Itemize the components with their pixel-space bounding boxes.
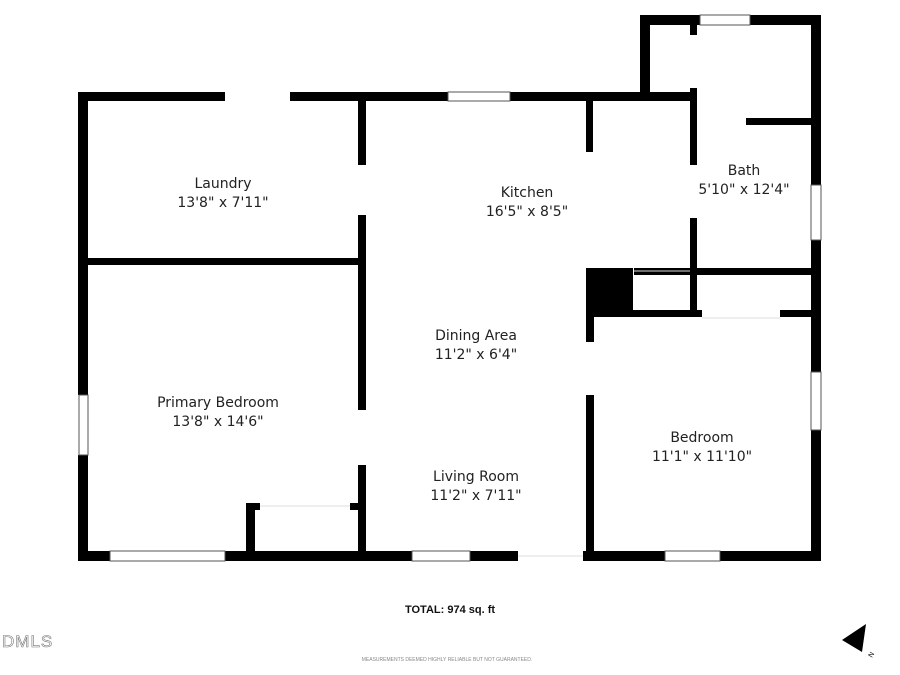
disclaimer: MEASUREMENTS DEEMED HIGHLY RELIABLE BUT …	[361, 657, 533, 663]
room-kitchen: Kitchen 16'5" x 8'5"	[486, 184, 568, 222]
room-name: Bedroom	[670, 430, 734, 446]
room-dims: 11'1" x 11'10"	[651, 449, 753, 465]
room-primary-bedroom: Primary Bedroom 13'8" x 14'6"	[157, 394, 279, 432]
room-dining-area: Dining Area 11'2" x 6'4"	[435, 327, 517, 365]
total-area: TOTAL: 974 sq. ft	[404, 604, 496, 616]
room-living-room: Living Room 11'2" x 7'11"	[430, 468, 521, 506]
room-name: Kitchen	[500, 185, 554, 201]
room-dims: 13'8" x 14'6"	[172, 414, 264, 430]
room-dims: 16'5" x 8'5"	[485, 204, 569, 220]
room-bedroom: Bedroom 11'1" x 11'10"	[652, 429, 752, 467]
room-name: Primary Bedroom	[157, 395, 279, 411]
room-dims: 11'2" x 6'4"	[434, 347, 518, 363]
room-dims: 5'10" x 12'4"	[698, 182, 790, 198]
room-name: Living Room	[433, 469, 519, 485]
room-dims: 11'2" x 7'11"	[430, 488, 522, 504]
north-arrow-icon	[842, 624, 866, 652]
room-name: Dining Area	[435, 328, 517, 344]
openings	[260, 270, 780, 557]
compass-label: N	[868, 651, 877, 659]
logo: DMLS	[2, 632, 54, 652]
walls	[78, 15, 821, 561]
room-dims: 13'8" x 7'11"	[177, 195, 269, 211]
room-name: Bath	[727, 163, 761, 179]
room-bath: Bath 5'10" x 12'4"	[698, 162, 789, 200]
room-name: Laundry	[194, 176, 252, 192]
room-laundry: Laundry 13'8" x 7'11"	[177, 175, 268, 213]
windows	[78, 14, 822, 562]
